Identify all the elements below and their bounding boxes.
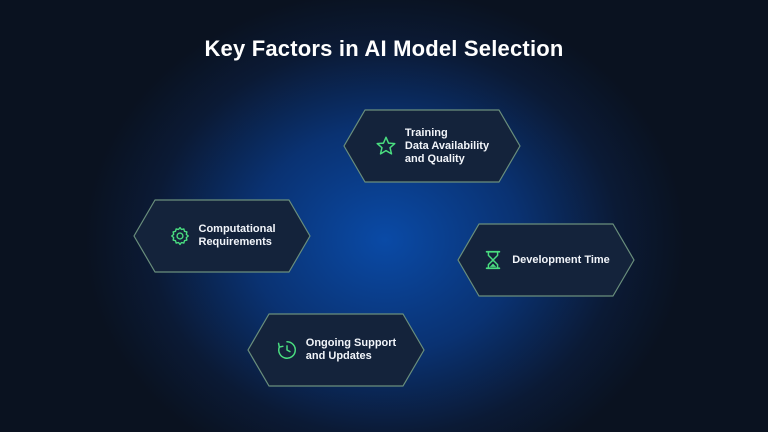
gear-icon xyxy=(169,225,191,247)
hexagon-shape xyxy=(343,109,521,183)
page-title: Key Factors in AI Model Selection xyxy=(204,36,564,61)
factor-label: Computational Requirements xyxy=(198,223,276,248)
factor-computational-requirements: Computational Requirements xyxy=(133,199,311,273)
hexagon-shape xyxy=(457,223,635,297)
factor-label: Development Time xyxy=(512,253,610,266)
factor-label: Ongoing Support and Updates xyxy=(305,337,397,362)
hourglass-icon xyxy=(482,249,504,271)
hexagon-shape xyxy=(247,313,425,387)
clock-refresh-icon xyxy=(276,339,298,361)
factor-training-data: Training Data Availability and Quality xyxy=(343,109,521,183)
hexagon-shape xyxy=(133,199,311,273)
star-icon xyxy=(375,135,397,157)
factor-label: Training Data Availability and Quality xyxy=(404,126,490,165)
factor-development-time: Development Time xyxy=(457,223,635,297)
factor-ongoing-support: Ongoing Support and Updates xyxy=(247,313,425,387)
